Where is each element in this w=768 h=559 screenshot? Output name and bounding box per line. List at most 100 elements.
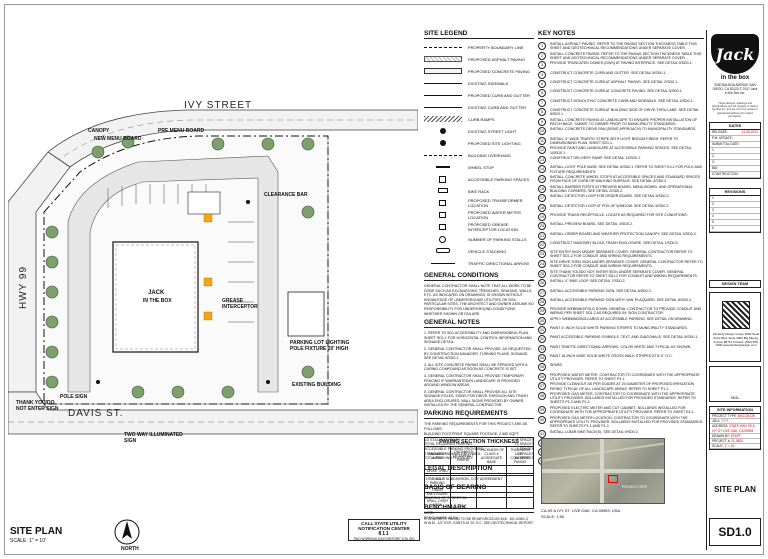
key-note-number: 38 <box>538 392 546 401</box>
site-info-label: SCALE: <box>712 444 725 449</box>
revision-row: 1 <box>710 196 760 202</box>
key-note-number: 40 <box>538 415 546 424</box>
key-note-number: 39 <box>538 405 546 414</box>
legend-row: PROPOSED ASPHALT PAVING <box>424 54 534 64</box>
paving-cell <box>475 465 508 476</box>
legend-label: BIKE RACK <box>468 188 490 194</box>
key-note-text: INSTALL DETECTOR LOOP FOR ORDER BOARD. S… <box>550 194 670 199</box>
utility-notification-box: CALL STATE UTILITY NOTIFICATION CENTER 8… <box>348 519 420 541</box>
legend-arrow-icon <box>424 260 462 266</box>
key-note-number: 35 <box>538 363 546 372</box>
key-note-text: CONSTRUCT CONCRETE CURB AT BUILDING SIDE… <box>550 107 700 117</box>
legend-line-dash-icon <box>424 152 462 158</box>
key-note-text: PAINT 18-INCH WIDE SOLID WHITE CROSS WAL… <box>550 354 673 359</box>
site-plan-drawing: IVY STREET HWY 99 DAVIS ST. CANOPY NEW M… <box>7 92 419 512</box>
sheet-border <box>4 4 764 555</box>
date-label: 2. <box>712 154 715 158</box>
key-note-number: 15 <box>538 175 546 183</box>
general-note: 1. REFER TO SD1 ACCESSIBILITY AND DIMENS… <box>424 331 532 345</box>
key-note-number: 10 <box>538 127 546 136</box>
paving-column-header: THICKNESS OF ASPHALT PAVING <box>449 446 477 466</box>
vicinity-road <box>600 439 604 503</box>
legend-label: PROPOSED ASPHALT PAVING <box>468 56 526 62</box>
site-info-label: JIB #: <box>712 419 722 424</box>
key-note-number: 1 <box>538 42 546 50</box>
key-note-text: PROVIDE TRASH RECEPTACLE. LOCATE AS REQU… <box>550 213 688 217</box>
key-note-number: 13 <box>538 156 546 164</box>
parking-requirements-title: PARKING REQUIREMENTS <box>424 410 534 420</box>
legend-box-icon <box>424 68 462 74</box>
key-note-number: 28 <box>538 297 546 306</box>
key-note-text: INSTALL DETECTOR LOOP AT POS OF WINDOW. … <box>550 203 670 208</box>
legend-row: PROPOSED CONCRETE PAVING <box>424 66 534 76</box>
parking-basis: BUILDING FOOTPRINT SQUARE FOOTAGE: 2,585… <box>424 432 519 437</box>
legend-row: CURB RAMPS <box>424 114 534 124</box>
design-firm-logo-icon <box>722 301 750 329</box>
two-way-sign-label: TWO WAY ILLUMINATED SIGN <box>124 432 183 444</box>
key-note-number: 8 <box>538 107 546 116</box>
key-note-text: PAINT 4"-INCH SOLID WHITE PARKING STRIPE… <box>550 326 688 331</box>
parking-intro: THE PARKING REQUIREMENTS FOR THIS PROJEC… <box>424 422 528 431</box>
key-note-text: CONSTRUCT MASONRY BLOCK TRASH ENCLOSURE.… <box>550 240 679 245</box>
revision-number: 4 <box>712 214 714 218</box>
key-note: 20 INSTALL PREVIEW BOARD. SEE DETAIL 3/SD… <box>538 222 704 231</box>
site-info-value: 21-0820 <box>731 439 743 444</box>
legend-label: PROPOSED GREASE INTERCEPTOR LOCATION <box>468 222 518 232</box>
site-info-value: ???? <box>721 419 729 424</box>
legend-symbol-mark <box>424 95 462 101</box>
key-note: 29 PROVIDE WEBBING/FOLD DOWN. GENERAL CON… <box>538 307 704 315</box>
key-note-text: INSTALL CONCRETE PAVING. REFER TO THE PA… <box>550 51 702 60</box>
site-info-row: ADDRESS: STATE HWY 99 & IVY ST LIVE OAK,… <box>710 424 760 434</box>
legend-label: PROPERTY BOUNDARY LINE <box>468 44 524 50</box>
key-note-text: INSTALL 4"-WIDE TRAFFIC STRIPE WITH LIGH… <box>550 136 679 145</box>
legend-hatch-icon <box>424 116 462 122</box>
key-note-number: 29 <box>538 307 546 316</box>
legend-line-icon <box>424 92 462 98</box>
general-notes-title: GENERAL NOTES <box>424 319 534 329</box>
ivy-centerline <box>55 119 418 163</box>
davis-street-label: DAVIS ST. <box>68 408 124 419</box>
design-team-box: Kimberly Design Group 3000 Sand Point Bl… <box>709 292 761 362</box>
site-info-value: STAFF <box>730 433 741 438</box>
general-note: 4. GENERAL CONTRACTOR SHALL PROVIDE TEMP… <box>424 373 525 388</box>
existing-building-label: EXISTING BUILDING <box>292 382 341 388</box>
key-note-number: 17 <box>538 194 546 203</box>
key-note-number: 33 <box>538 344 546 353</box>
site-info-row: SCALE: 1" = 10' <box>710 444 760 450</box>
general-note: 3. ALL SITE CONCRETE PAVING SHALL BE SPR… <box>424 362 528 372</box>
legend-row: PROPOSED SITE LIGHTING <box>424 138 534 148</box>
building-overhang <box>115 244 196 350</box>
legend-row: TRAFFIC DIRECTIONAL ARROW <box>424 258 534 268</box>
pre-menu-board-label: PRE MENU BOARD <box>158 128 205 134</box>
parking-row-value: 13 SPACES <box>514 442 534 447</box>
revision-row: 2 <box>710 202 760 208</box>
site-info-label: DRAWN BY: <box>712 433 731 438</box>
site-info-row: JIB #: ???? <box>710 419 760 425</box>
site-legend: PROPERTY BOUNDARY LINE PROPOSED ASPHALT P… <box>424 42 534 268</box>
legend-line-dash-icon <box>424 44 462 50</box>
design-team-text: Kimberly Design Group 3000 Sand Point Bl… <box>712 332 760 348</box>
key-note-number: 32 <box>538 335 546 344</box>
key-note-text: INSTALL PREVIEW BOARD. SEE DETAIL 3/SD0.… <box>550 222 633 227</box>
legend-label: PROPOSED CURB AND GUTTER <box>468 92 531 98</box>
key-note-text: PROVIDE WEBBING/FOLD DOWN. GENERAL CONTR… <box>550 307 702 316</box>
date-row: 3. <box>710 160 760 166</box>
legend-row: PROPOSED WATER METER LOCATION <box>424 210 534 220</box>
key-note-text: INSTALL CONCRETE WHEEL STOPS AT ACCESSIB… <box>550 175 701 184</box>
key-note-number: 20 <box>538 222 546 231</box>
revisions-title: REVISIONS <box>710 189 760 196</box>
key-note-number: 3 <box>538 61 546 70</box>
thank-you-sign-label: THANK YOU/DO NOT ENTER SIGN <box>16 400 59 412</box>
paving-note-title: NOTE: <box>424 511 435 515</box>
clearance-bar-label: CLEARANCE BAR <box>264 192 308 198</box>
